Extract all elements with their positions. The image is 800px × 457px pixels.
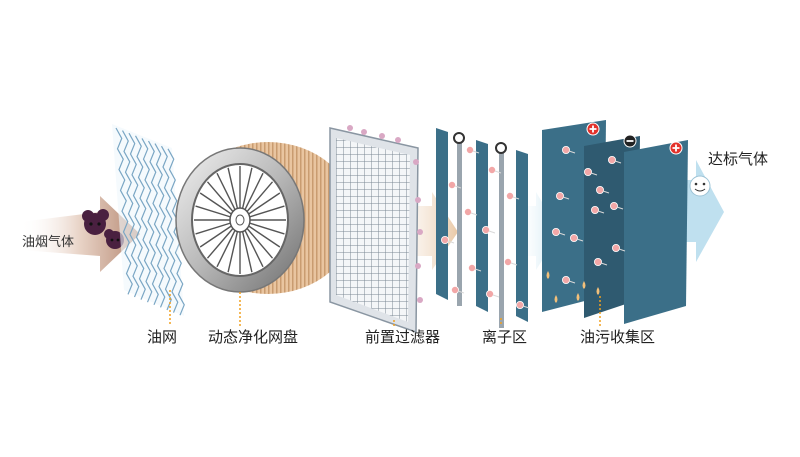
flow-arrow — [520, 192, 560, 270]
positive-charge-icon — [586, 122, 600, 136]
leader-lines — [169, 290, 601, 326]
input-gas-label: 油烟气体 — [22, 235, 75, 250]
pre-filter — [329, 125, 423, 334]
purification-disk — [175, 142, 356, 294]
smoke-particle — [82, 209, 124, 249]
positive-charge-icon — [669, 141, 683, 155]
smiley-icon — [689, 175, 711, 197]
stage-label-disk: 动态净化网盘 — [208, 328, 299, 346]
output-gas-label: 达标气体 — [708, 150, 769, 168]
ion-zone — [436, 128, 528, 328]
stage-label-prefilter: 前置过滤器 — [365, 328, 441, 346]
inflow-arrow — [20, 196, 140, 272]
negative-charge-icon — [623, 134, 637, 148]
oil-collection-zone — [542, 120, 688, 324]
stage-label-ion: 离子区 — [482, 328, 528, 346]
oil-particles — [440, 145, 626, 309]
stage-label-mesh: 油网 — [147, 328, 178, 346]
stage-label-collect: 油污收集区 — [580, 328, 656, 346]
oil-mesh — [112, 124, 185, 316]
